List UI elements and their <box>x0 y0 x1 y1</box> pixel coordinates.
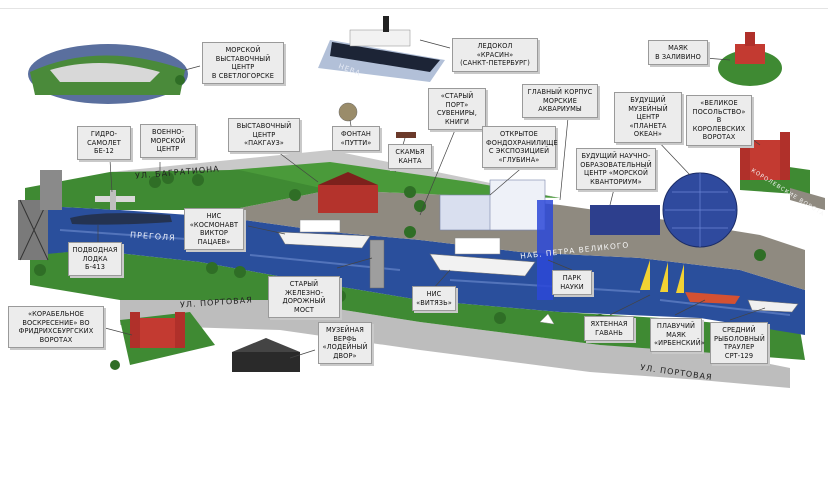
label-naval-center: Военно- морской центр <box>140 124 196 158</box>
label-lighthouse-bay: Маяк в заливино <box>648 40 708 66</box>
label-kant-bench: Скамья Канта <box>388 144 432 170</box>
seagull-icon <box>539 313 555 325</box>
pakgauz-building-icon <box>318 172 378 213</box>
label-science-park: Парк науки <box>552 270 592 296</box>
label-open-storage: Открытое фондохранилище с экспозицией «Г… <box>482 126 558 169</box>
label-main-building: Главный корпус морские аквариумы <box>522 84 598 118</box>
label-old-bridge: Старый железно- дорожный мост <box>268 276 340 319</box>
leader-lines <box>97 39 766 359</box>
label-yacht-harbor: Яхтенная гавань <box>584 316 634 342</box>
label-nis-vityaz: НИС «Витязь» <box>412 286 456 312</box>
label-nis-kosmonavt: НИС «Космонавт Виктор Пацаев» <box>184 208 244 251</box>
royal-gate-icon <box>740 132 825 210</box>
bagration-street <box>110 150 560 198</box>
label-submarine: Подводная лодка Б-413 <box>68 242 122 276</box>
label-royal-embassy: «Великое посольство» в Королевских ворот… <box>686 95 752 146</box>
label-fountain: Фонтан «Путти» <box>332 126 380 152</box>
left-crane-icon <box>18 170 62 261</box>
portovaya-street <box>120 300 790 388</box>
floating-lighthouse-icon <box>685 292 740 304</box>
lighthouse-bay-icon <box>718 32 782 86</box>
yachts-icon <box>640 260 684 293</box>
north-promenade <box>230 190 805 290</box>
label-seaplane: Гидро- самолет Бе-12 <box>77 126 131 160</box>
icebreaker-icon <box>318 16 445 82</box>
seaplane-icon <box>95 190 135 210</box>
friedrichsburg-gate-icon <box>120 312 215 365</box>
browser-top-edge <box>0 0 828 9</box>
label-ship-resurrection: «Корабельное воскресение» во Фридрихсбур… <box>8 306 104 349</box>
label-pakgauz: Выставочный центр «Пакгауз» <box>228 118 300 152</box>
nis-kosmonavt-ship-icon <box>277 219 371 249</box>
label-exhibition-center: Морской выставочный центр в Светлогорске <box>202 42 284 85</box>
science-park-beam <box>537 200 553 300</box>
label-floating-lighthouse: Плавучий маяк «Ирбенский» <box>650 318 705 352</box>
exhibition-center-icon <box>28 44 188 104</box>
label-trawler: Средний рыболовный траулер СРТ-129 <box>710 322 768 365</box>
submarine-icon <box>70 213 172 225</box>
label-future-museum-planet: Будущий музейный центр «Планета океан» <box>614 92 682 143</box>
old-bridge-icon <box>369 239 385 289</box>
fountain-icon <box>338 102 358 122</box>
label-future-research-center: Будущий научно- образовательный центр «М… <box>576 148 656 191</box>
kant-bench-icon <box>396 132 416 138</box>
trawler-icon <box>747 299 799 313</box>
museum-shipyard-icon <box>232 338 300 372</box>
label-icebreaker: Ледокол «Красин» (Санкт-Петербург) <box>452 38 538 72</box>
label-old-port: «Старый порт» сувениры, книги <box>428 88 486 131</box>
museum-complex-icon <box>439 179 660 235</box>
nis-vityaz-ship-icon <box>429 237 536 277</box>
label-museum-shipyard: Музейная верфь «Лодейный двор» <box>318 322 372 365</box>
